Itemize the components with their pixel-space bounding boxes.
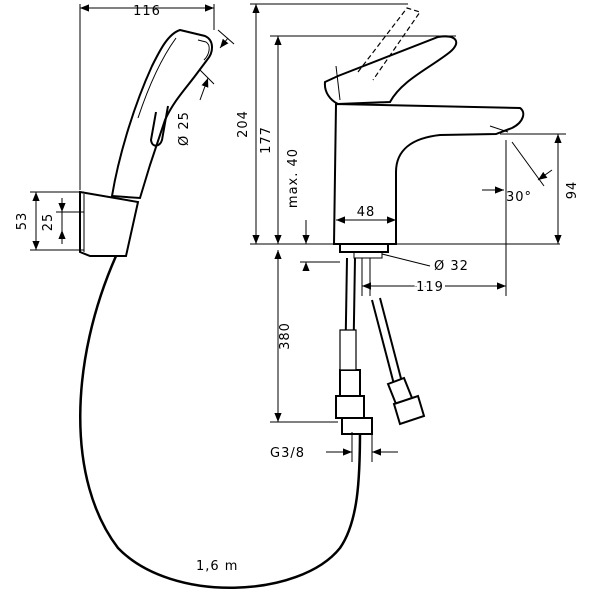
dimension-lines bbox=[30, 3, 566, 462]
dim-holder-inner: 25 bbox=[41, 213, 56, 232]
dim-handshower-diameter: Ø 25 bbox=[177, 111, 192, 146]
dim-spout-angle: 30° bbox=[506, 190, 532, 205]
dim-handshower-width: 116 bbox=[133, 4, 161, 19]
dim-spout-height: 177 bbox=[259, 126, 274, 154]
dim-base-width: 48 bbox=[357, 205, 376, 220]
dim-spout-outlet-height: 94 bbox=[565, 181, 580, 200]
dim-max-thickness: max. 40 bbox=[286, 148, 301, 208]
hand-shower bbox=[110, 28, 213, 200]
dim-spout-reach: 119 bbox=[416, 280, 444, 295]
dim-tap-height: 204 bbox=[236, 110, 251, 138]
dim-hose-length-below: 380 bbox=[278, 322, 293, 350]
dim-connection-thread: G3/8 bbox=[270, 446, 305, 461]
dim-hose-length: 1,6 m bbox=[196, 559, 238, 574]
wall-holder bbox=[79, 190, 140, 257]
basin-mixer bbox=[323, 7, 525, 435]
dim-holder-height: 53 bbox=[15, 212, 30, 231]
dim-hole-diameter: Ø 32 bbox=[434, 259, 469, 274]
shower-hose bbox=[79, 255, 362, 589]
